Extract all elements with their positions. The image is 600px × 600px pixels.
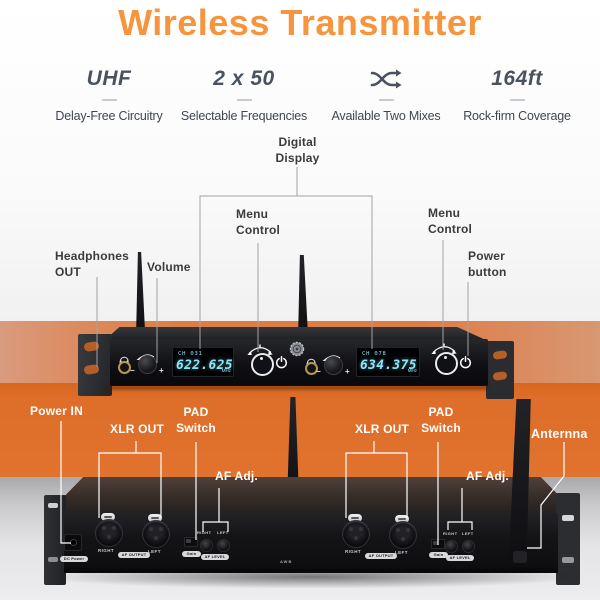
headphones-jack [305,362,318,375]
af-output-label: AF OUTPUT [118,552,150,558]
volume-minus: − [316,367,321,376]
dc-pin [70,539,77,546]
feature-dash [101,99,117,101]
menu-control-knob-ch1 [251,353,274,376]
rack-slot [48,557,58,562]
channel-number-ch1: CH 031 [178,351,203,357]
pad-gain-switch-right [431,539,445,549]
callout-power-button: Power button [468,249,507,279]
power-button-ch1 [275,356,288,374]
volume-minus: − [130,366,135,375]
front-rack-ear-left [78,334,112,396]
callout-menu-control-left: Menu Control [236,207,281,237]
rack-hole [83,364,100,375]
feature-uhf-headline: UHF [86,67,132,90]
feature-mixes-sub: Available Two Mixes [331,109,441,123]
callout-headphones-out: Headphones OUT [55,249,130,279]
page-title: Wireless Transmitter [118,2,482,43]
xlr-latch [395,515,409,523]
af-knob-left-label: LEFT [217,530,229,535]
feature-dash [236,99,252,101]
xlr-output-right-left-channel [95,519,123,547]
brand-emblem [289,341,305,362]
callout-volume: Volume [147,260,191,274]
xlr-output-right-right-channel [342,520,370,548]
af-level-knob [217,539,230,552]
volume-plus: + [345,367,350,376]
af-level-knob [200,539,213,552]
rack-hole [492,371,508,381]
af-level-knob [462,540,475,553]
front-unit-shadow [104,385,488,390]
callout-pad-switch-left: PAD Switch [176,405,216,435]
volume-knob [324,356,343,375]
rack-hole [492,350,508,360]
rack-hole [83,341,100,352]
shuffle-icon [318,66,454,92]
xlr-right-label: RIGHT [345,549,361,554]
antenna-connector [513,551,527,563]
frequency-ch1: 622.625 [176,358,233,373]
headphones-jack [118,361,131,374]
callout-xlr-out-right: XLR OUT [355,422,410,436]
pad-gain-switch-left [184,537,198,547]
volume-knob [138,355,157,374]
frequency-unit-ch1: MHz [221,368,231,373]
callout-pad-switch-right: PAD Switch [421,405,461,435]
callout-af-adj-right: AF Adj. [466,469,509,483]
xlr-left-label: LEFT [395,550,408,555]
callout-antenna: Anternna [531,427,588,441]
dc-power-label: DC Power [60,556,88,562]
feature-range-sub: Rock-firm Coverage [463,109,571,123]
xlr-output-left-right-channel [389,521,417,549]
af-output-label: AF OUTPUT [365,553,397,559]
frequency-ch2: 634.375 [360,358,417,373]
brand-mark: AWB [280,559,293,564]
power-button-ch2 [459,356,472,374]
feature-frequencies-sub: Selectable Frequencies [180,109,308,123]
feature-mixes: Available Two Mixes [318,66,454,123]
frequency-unit-ch2: MHz [407,368,417,373]
volume-plus: + [159,366,164,375]
feature-dash [509,99,525,101]
af-knob-right-label: RIGHT [443,531,458,536]
xlr-output-left-left-channel [142,520,170,548]
gain-label: Gain [182,551,201,557]
af-knob-right-label: RIGHT [197,530,212,535]
menu-control-knob-ch2 [435,352,458,375]
feature-range-headline: 164ft [491,67,543,90]
callout-digital-display: Digital Display [275,135,320,165]
feature-uhf-sub: Delay-Free Circuitry [55,109,163,123]
rack-slot [562,515,574,521]
callout-power-in: Power IN [30,404,83,418]
menu-arc-icon [431,341,457,359]
rear-panel [64,513,558,573]
rear-unit-shadow [54,572,568,588]
xlr-right-label: RIGHT [98,548,114,553]
rack-slot [562,557,574,563]
af-level-label: AF LEVEL [201,554,229,560]
callout-menu-control-right: Menu Control [428,206,473,236]
feature-dash [378,99,394,101]
callout-xlr-out-left: XLR OUT [110,422,165,436]
feature-range: 164ft Rock-firm Coverage [448,66,586,123]
dc-power-jack [64,534,82,551]
digital-display-ch2: CH 078 634.375 MHz [356,347,420,377]
rack-slot [48,503,58,508]
xlr-left-label: LEFT [148,549,161,554]
af-level-label: AF LEVEL [446,555,474,561]
gain-label: Gain [429,552,448,558]
feature-frequencies-headline: 2 x 50 [213,67,275,90]
digital-display-ch1: CH 031 622.625 MHz [172,347,234,377]
front-rack-ear-right [486,341,514,399]
af-level-knob [445,540,458,553]
front-antenna-left [135,252,146,340]
feature-frequencies: 2 x 50 Selectable Frequencies [176,66,312,123]
feature-uhf: UHF Delay-Free Circuitry [40,66,178,123]
channel-number-ch2: CH 078 [362,351,387,357]
callout-af-adj-left: AF Adj. [215,469,258,483]
af-knob-left-label: LEFT [462,531,474,536]
